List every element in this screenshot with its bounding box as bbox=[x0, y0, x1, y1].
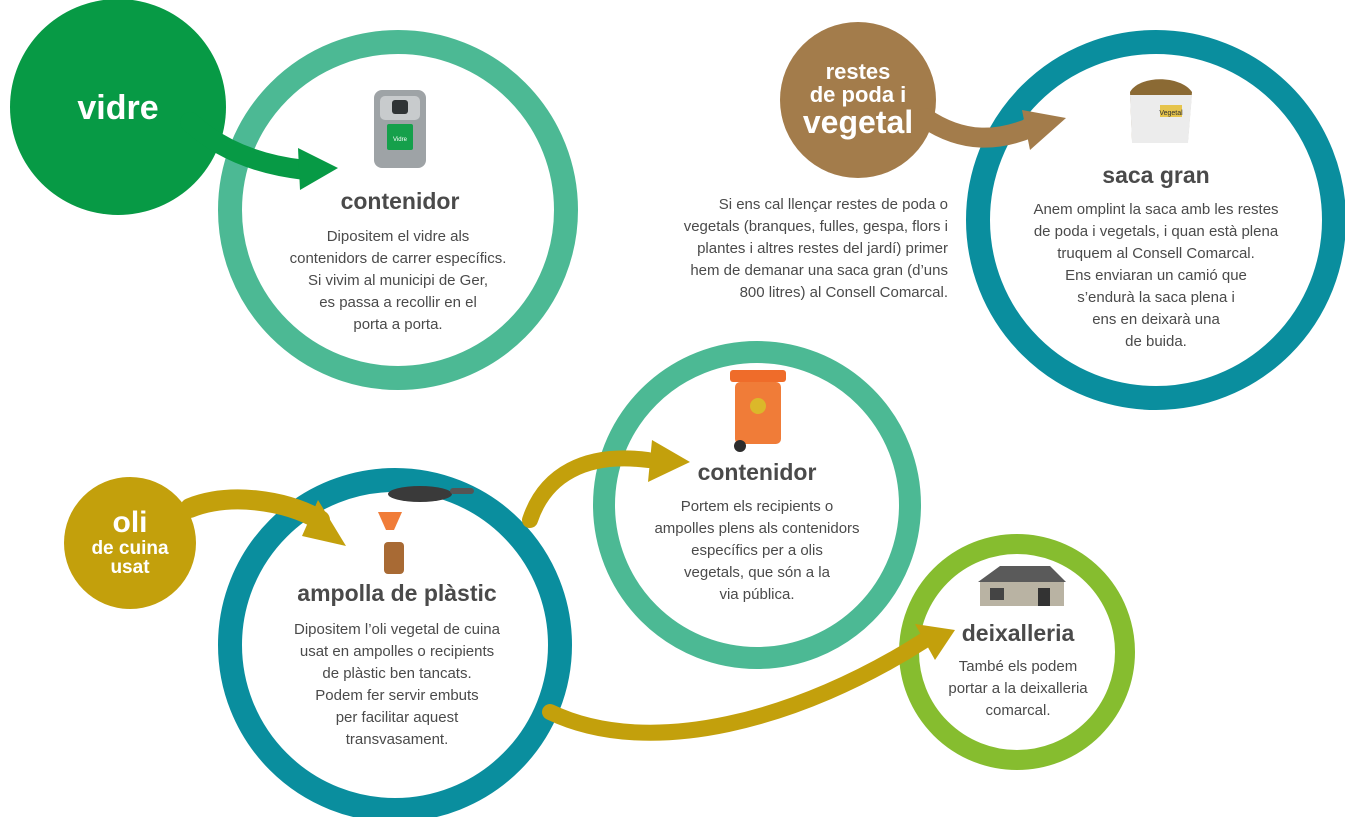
saca-gran-title: saca gran bbox=[1102, 162, 1210, 188]
vidre-line-1: contenidors de carrer específics. bbox=[289, 250, 507, 267]
pan-bottle-icon bbox=[378, 486, 474, 574]
vegetal-intro-line-1: vegetals (branques, fulles, gespa, flors… bbox=[683, 218, 948, 235]
oil-container-text: Portem els recipients o ampolles plens a… bbox=[617, 496, 897, 606]
oil-container-line-1: ampolles plens als contenidors bbox=[654, 520, 860, 537]
vegetal-intro-line-0: Si ens cal llençar restes de poda o bbox=[718, 196, 948, 213]
vegetal-category-circle bbox=[780, 22, 936, 178]
saca-line-4: s’endurà la saca plena i bbox=[1077, 289, 1235, 306]
oli-label-line3: usat bbox=[110, 557, 150, 579]
bottle-title: ampolla de plàstic bbox=[297, 580, 497, 606]
saca-bag-icon: Vegetal bbox=[1130, 79, 1192, 143]
deixalleria-line-2: comarcal. bbox=[985, 702, 1051, 719]
bottle-line-5: transvasament. bbox=[345, 731, 449, 748]
oli-label: oli de cuina usat bbox=[64, 477, 196, 609]
saca-line-2: truquem al Consell Comarcal. bbox=[1057, 245, 1255, 262]
vidre-label-text: vidre bbox=[77, 88, 159, 127]
vidre-category-circle bbox=[10, 0, 226, 215]
vidre-container-text: Dipositem el vidre als contenidors de ca… bbox=[258, 226, 538, 336]
vidre-line-4: porta a porta. bbox=[353, 316, 443, 333]
vegetal-label-line3: vegetal bbox=[802, 104, 914, 141]
deixalleria-building-icon bbox=[978, 566, 1066, 606]
vegetal-intro-text: Si ens cal llençar restes de poda o vege… bbox=[630, 194, 948, 304]
bottle-line-4: per facilitar aquest bbox=[335, 709, 459, 726]
vidre-line-2: Si vivim al municipi de Ger, bbox=[307, 272, 489, 289]
oil-container-title: contenidor bbox=[697, 459, 817, 485]
deixalleria-line-1: portar a la deixalleria bbox=[948, 680, 1088, 697]
saca-gran-text: Anem omplint la saca amb les restes de p… bbox=[1008, 199, 1304, 353]
bag-label: Vegetal bbox=[1159, 110, 1183, 117]
vegetal-intro-line-3: hem de demanar una saca gran (d’uns bbox=[690, 262, 948, 279]
vidre-arrow bbox=[180, 112, 315, 180]
deixalleria-title: deixalleria bbox=[961, 620, 1075, 646]
oil-container-line-2: específics per a olis bbox=[691, 542, 823, 559]
oli-category-circle bbox=[64, 477, 196, 609]
vidre-line-0: Dipositem el vidre als bbox=[326, 228, 470, 245]
oil-bin-icon bbox=[730, 370, 786, 452]
oil-container-line-3: vegetals, que són a la bbox=[684, 564, 830, 581]
bin-label: Vidre bbox=[393, 137, 408, 143]
saca-line-0: Anem omplint la saca amb les restes bbox=[1033, 201, 1279, 218]
glass-bin-icon: Vidre bbox=[374, 90, 426, 168]
vidre-arrow-head bbox=[298, 148, 338, 190]
vegetal-label-line2: de poda i bbox=[809, 82, 907, 108]
bottle-line-1: usat en ampolles o recipients bbox=[299, 643, 495, 660]
oli-arrow-head bbox=[302, 500, 346, 546]
ampolla-to-container-arrow-head bbox=[648, 440, 690, 482]
oli-label-line2: de cuina bbox=[91, 537, 169, 559]
vegetal-label: restes de poda i vegetal bbox=[780, 22, 936, 178]
vegetal-intro-line-2: plantes i altres restes del jardí) prime… bbox=[697, 240, 948, 257]
vidre-label: vidre bbox=[10, 0, 226, 216]
bottle-line-2: de plàstic ben tancats. bbox=[322, 665, 472, 682]
oli-arrow bbox=[180, 489, 330, 530]
deixalleria-line-0: També els podem bbox=[958, 658, 1078, 675]
saca-line-5: ens en deixarà una bbox=[1092, 311, 1220, 328]
saca-line-6: de buida. bbox=[1125, 333, 1187, 350]
vegetal-arrow bbox=[915, 108, 1040, 148]
oil-container-line-0: Portem els recipients o bbox=[680, 498, 834, 515]
ampolla-to-container-arrow bbox=[522, 450, 656, 528]
oli-container-ring bbox=[593, 341, 921, 669]
vegetal-intro-line-4: 800 litres) al Consell Comarcal. bbox=[739, 284, 948, 301]
vidre-line-3: es passa a recollir en el bbox=[319, 294, 477, 311]
ampolla-ring bbox=[218, 468, 572, 817]
vidre-container-title: contenidor bbox=[340, 188, 460, 214]
saca-line-3: Ens enviaran un camió que bbox=[1065, 267, 1247, 284]
saca-gran-ring bbox=[966, 30, 1345, 410]
vegetal-arrow-head bbox=[1022, 110, 1066, 150]
ampolla-to-deixalleria-arrow-head bbox=[915, 624, 955, 660]
bottle-line-0: Dipositem l’oli vegetal de cuina bbox=[294, 621, 500, 638]
saca-line-1: de poda i vegetals, i quan està plena bbox=[1033, 223, 1279, 240]
ampolla-to-deixalleria-arrow bbox=[542, 632, 933, 741]
vidre-container-ring bbox=[218, 30, 578, 390]
bottle-line-3: Podem fer servir embuts bbox=[315, 687, 479, 704]
bottle-text: Dipositem l’oli vegetal de cuina usat en… bbox=[252, 619, 542, 751]
oil-container-line-4: via pública. bbox=[719, 586, 795, 603]
oli-label-line1: oli bbox=[112, 506, 148, 540]
deixalleria-text: També els podem portar a la deixalleria … bbox=[924, 656, 1112, 722]
vegetal-label-line1: restes bbox=[825, 59, 891, 85]
